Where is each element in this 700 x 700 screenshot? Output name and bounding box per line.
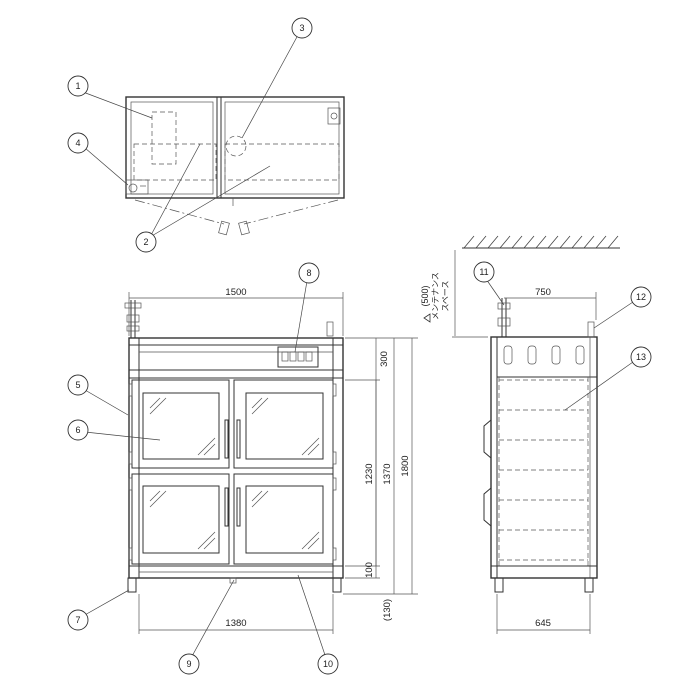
svg-text:13: 13 [636,352,646,362]
callout-7: 7 [67,609,89,631]
dim-inner-width: 1380 [225,618,246,629]
fan-icon [330,112,338,120]
vent-slots [503,345,585,365]
glass-panels [142,392,324,554]
callout-1: 1 [67,75,89,97]
door-handle [224,487,229,527]
callout-4: 4 [67,132,89,154]
dim-side-base-width: 645 [535,618,551,629]
dimension-lines [128,250,597,634]
svg-text:7: 7 [75,615,80,625]
dim-body-height: 1370 [382,463,393,484]
dim-overall-width: 1500 [225,287,246,298]
maintenance-label-2: スペース [441,280,450,311]
callout-bubbles: 1 2 3 4 5 6 7 8 [67,17,652,675]
svg-text:10: 10 [323,659,333,669]
callout-8: 8 [298,262,320,284]
dim-leg-height: (130) [382,599,393,621]
dim-base-height: 100 [364,562,375,578]
callout-6: 6 [67,419,89,441]
leg [332,577,342,593]
door-handle [236,487,241,527]
callout-2: 2 [135,231,157,253]
svg-text:9: 9 [186,659,191,669]
front-view [124,300,344,593]
door-handle [224,419,229,459]
warning-icon [423,313,431,323]
dim-door-height: 1230 [364,463,375,484]
dimension-labels: 1500 1380 300 1230 1370 1800 100 (130) 7… [225,272,551,629]
door-handle [236,419,241,459]
leg [127,577,137,593]
svg-text:6: 6 [75,425,80,435]
dim-side-width: 750 [535,287,551,298]
side-view [462,235,620,593]
maintenance-label-1: メンテナンス [431,272,440,320]
callout-11: 11 [473,261,495,283]
svg-text:8: 8 [306,268,311,278]
ceiling-hatch [463,235,619,249]
leg [584,577,594,593]
valve-icon [128,183,138,193]
svg-text:1: 1 [75,81,80,91]
shelves [498,377,589,566]
callout-13: 13 [630,346,652,368]
callout-10: 10 [317,653,339,675]
svg-text:5: 5 [75,380,80,390]
dim-top-section: 300 [379,351,390,367]
maintenance-value: (500) [420,285,430,306]
callout-3: 3 [291,17,313,39]
svg-text:3: 3 [299,23,304,33]
svg-text:2: 2 [143,237,148,247]
leader-lines [82,34,637,659]
svg-text:11: 11 [479,267,488,277]
svg-text:4: 4 [75,138,80,148]
top-view [125,96,345,236]
callout-9: 9 [178,653,200,675]
dim-total-height: 1800 [400,455,411,476]
callout-5: 5 [67,374,89,396]
svg-text:12: 12 [636,292,646,302]
leg [494,577,504,593]
control-panel [277,346,319,368]
callout-12: 12 [630,286,652,308]
